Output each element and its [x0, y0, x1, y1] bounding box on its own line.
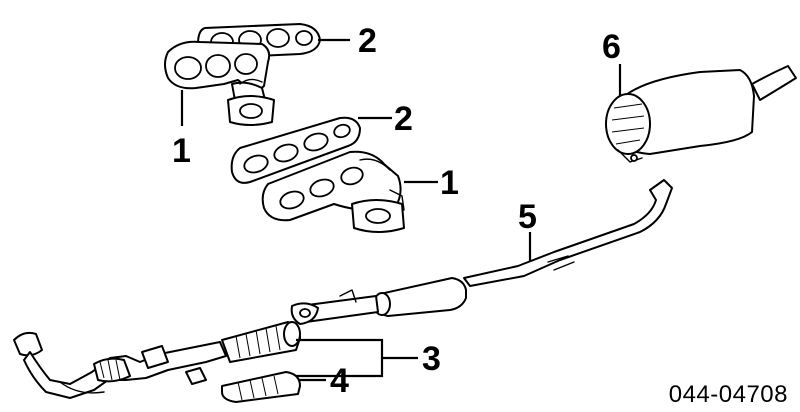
upper-exhaust-manifold — [164, 40, 275, 126]
callout-tail-muffler: 6 — [602, 28, 621, 66]
lower-manifold-gasket — [230, 116, 361, 184]
diagram-code: 044-04708 — [669, 381, 788, 408]
callout-converter: 4 — [330, 362, 349, 400]
tail-muffler — [605, 65, 797, 163]
callout-manifold-front: 1 — [172, 132, 191, 170]
center-pipe — [290, 179, 673, 325]
callout-gasket-rear: 2 — [394, 100, 413, 138]
callout-manifold-rear: 1 — [440, 164, 459, 202]
callout-center-pipe: 5 — [518, 198, 537, 236]
callout-front-pipe: 3 — [422, 340, 441, 378]
catalytic-converter — [221, 371, 301, 403]
lower-exhaust-manifold — [261, 150, 405, 233]
front-pipe — [13, 321, 301, 399]
callout-gasket-front: 2 — [358, 22, 377, 60]
leader-lines — [180, 38, 622, 382]
